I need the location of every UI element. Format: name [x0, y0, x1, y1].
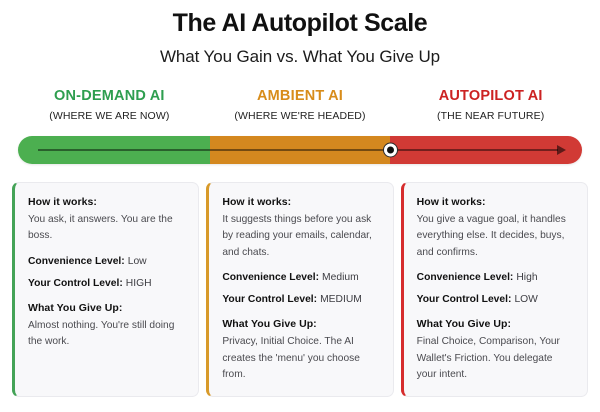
give-up-block: What You Give Up: Almost nothing. You're… — [28, 302, 185, 351]
how-it-works-text: It suggests things before you ask by rea… — [222, 213, 372, 258]
control-level-row: Your Control Level:LOW — [417, 294, 574, 305]
stage-subtitle: (THE NEAR FUTURE) — [437, 109, 545, 122]
convenience-level-label: Convenience Level: — [222, 272, 320, 284]
what-you-give-up-text: Almost nothing. You're still doing the w… — [28, 319, 175, 348]
scale-segment-autopilot — [390, 135, 582, 164]
give-up-block: What You Give Up: Privacy, Initial Choic… — [222, 318, 379, 384]
convenience-level-value: High — [516, 272, 538, 284]
stage-title: AMBIENT AI — [256, 87, 344, 104]
how-it-works-text: You ask, it answers. You are the boss. — [28, 213, 173, 242]
scale-bar — [18, 135, 582, 164]
how-it-works-label: How it works: — [416, 195, 486, 208]
control-level-row: Your Control Level:MEDIUM — [222, 294, 379, 305]
how-it-works-label: How it works: — [28, 195, 97, 208]
page-title: The AI Autopilot Scale — [172, 9, 428, 37]
scale-bar-container — [18, 135, 582, 164]
stage-subtitle: (WHERE WE ARE NOW) — [49, 109, 170, 122]
control-level-label: Your Control Level: — [416, 294, 512, 306]
control-level-value: MEDIUM — [320, 294, 362, 306]
stage-labels-row: ON-DEMAND AI (WHERE WE ARE NOW) AMBIENT … — [0, 88, 600, 122]
page-subtitle: What You Gain vs. What You Give Up — [159, 46, 441, 66]
scale-segment-ambient — [209, 135, 391, 164]
convenience-level-label: Convenience Level: — [416, 272, 514, 284]
stage-title: ON-DEMAND AI — [54, 87, 165, 104]
control-level-label: Your Control Level: — [222, 294, 318, 306]
convenience-level-row: Convenience Level:Medium — [222, 272, 379, 283]
detail-cards-row: How it works: You ask, it answers. You a… — [12, 181, 588, 397]
stage-title: AUTOPILOT AI — [438, 87, 543, 104]
convenience-level-row: Convenience Level:Low — [28, 256, 185, 267]
card-autopilot-ai: How it works: You give a vague goal, it … — [400, 181, 588, 397]
header: The AI Autopilot Scale What You Gain vs.… — [0, 0, 600, 67]
convenience-level-label: Convenience Level: — [28, 255, 125, 267]
control-level-value: LOW — [514, 294, 538, 306]
stage-label-ambient: AMBIENT AI (WHERE WE'RE HEADED) — [205, 88, 396, 122]
scale-position-marker[interactable] — [382, 142, 398, 157]
what-you-give-up-label: What You Give Up: — [222, 318, 317, 331]
scale-segment-on-demand — [18, 135, 210, 164]
what-you-give-up-text: Privacy, Initial Choice. The AI creates … — [222, 336, 360, 381]
card-ambient-ai: How it works: It suggests things before … — [206, 181, 394, 397]
control-level-value: HIGH — [125, 277, 152, 289]
control-level-label: Your Control Level: — [28, 277, 123, 289]
what-you-give-up-label: What You Give Up: — [28, 301, 123, 314]
convenience-level-value: Low — [127, 255, 147, 267]
stage-label-autopilot: AUTOPILOT AI (THE NEAR FUTURE) — [395, 88, 586, 122]
convenience-level-value: Medium — [322, 272, 359, 284]
convenience-level-row: Convenience Level:High — [417, 272, 574, 283]
what-you-give-up-label: What You Give Up: — [416, 318, 512, 331]
stage-label-on-demand: ON-DEMAND AI (WHERE WE ARE NOW) — [14, 88, 205, 122]
what-you-give-up-text: Final Choice, Comparison, Your Wallet's … — [416, 336, 560, 381]
how-it-works-label: How it works: — [222, 195, 292, 208]
card-on-demand-ai: How it works: You ask, it answers. You a… — [12, 181, 200, 397]
stage-subtitle: (WHERE WE'RE HEADED) — [234, 109, 366, 122]
control-level-row: Your Control Level:HIGH — [28, 278, 185, 289]
how-it-works-text: You give a vague goal, it handles everyt… — [416, 213, 566, 258]
give-up-block: What You Give Up: Final Choice, Comparis… — [417, 318, 574, 384]
